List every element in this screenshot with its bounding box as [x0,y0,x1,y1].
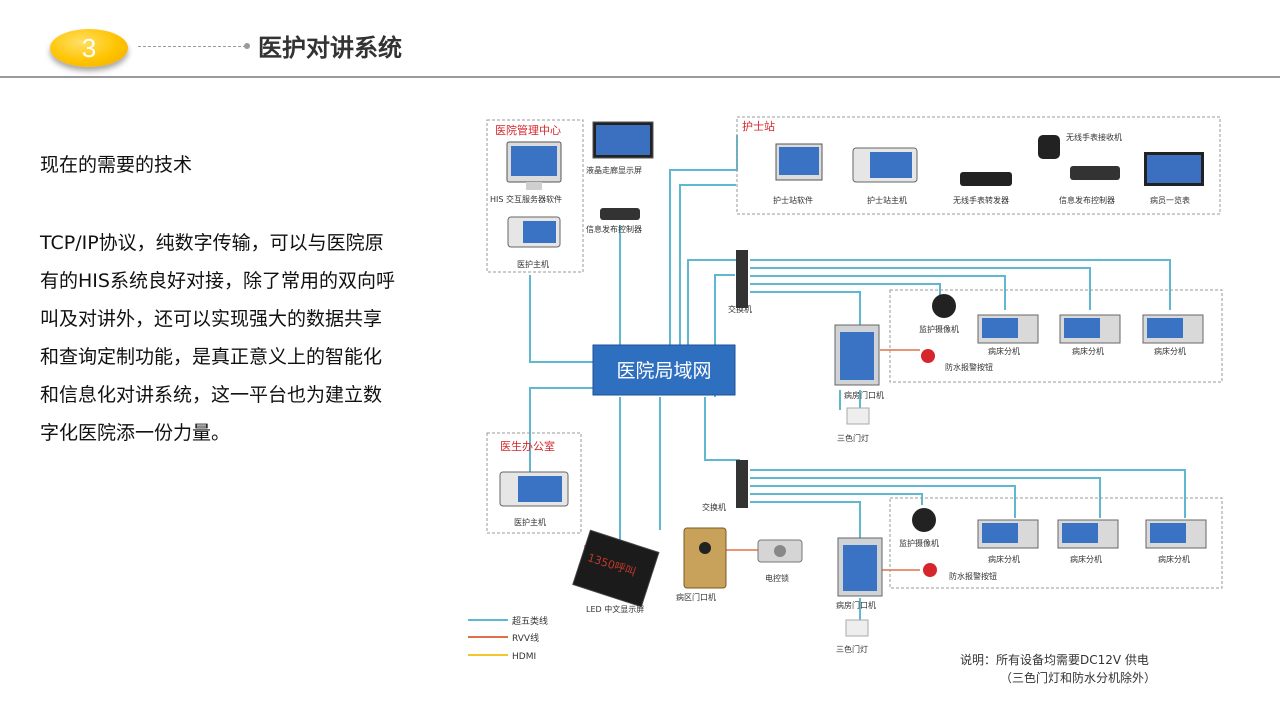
medical-host-label-1: 医护主机 [517,259,549,269]
info-controller-icon-1 [600,208,640,220]
bed-extension-label-1b: 病床分机 [1072,346,1104,356]
header-divider [0,76,1280,78]
lcd-corridor-display-group: 液晶走廊显示屏 信息发布控制器 [586,121,654,234]
ward-area-door-unit-icon [683,527,727,589]
legend-rvv-label: RVV线 [512,632,539,644]
hospital-lan-label: 医院局域网 [616,360,711,382]
info-controller-label-2: 信息发布控制器 [1059,195,1115,205]
electric-lock-label: 电控锁 [765,573,789,583]
nurse-station-label: 护士站 [742,119,775,133]
note-line-1: 说明：所有设备均需要DC12V 供电 [960,652,1149,667]
switch-label-2: 交换机 [702,502,726,512]
doctor-office-group: 医生办公室 医护主机 [499,439,569,527]
bed-extension-label-2c: 病床分机 [1158,554,1190,564]
switch-icon-1 [736,250,748,308]
page-title: 医护对讲系统 [258,34,402,62]
nurse-host-label: 护士站主机 [867,195,907,205]
medical-host-label-2: 医护主机 [514,517,546,527]
watch-receiver-label: 无线手表接收机 [1066,132,1122,142]
patient-list-label: 病员一览表 [1150,195,1190,205]
network-cables [529,135,1186,620]
subtitle-text: 现在的需要的技术 [40,154,193,176]
camera-icon-2 [912,508,936,532]
nurse-software-label: 护士站软件 [773,195,813,205]
switch-2-group: 交换机 [702,460,748,512]
waterproof-button-label-1: 防水报警按钮 [945,362,993,372]
header-dotted-connector [138,46,246,47]
info-controller-label-1: 信息发布控制器 [586,224,642,234]
lcd-display-label: 液晶走廊显示屏 [586,165,642,175]
his-software-label: HIS 交互服务器软件 [490,194,562,204]
legend: 超五类线 RVV线 HDMI [468,615,548,662]
led-display-group: 1350呼叫 LED 中文显示屏 [572,529,660,614]
bed-extension-label-1a: 病床分机 [988,346,1020,356]
wireless-relay-icon [960,172,1012,186]
camera-label-1: 监护摄像机 [919,324,959,334]
ward-door-unit-label-1: 病房门口机 [844,390,884,400]
camera-icon-1 [932,294,956,318]
info-controller-icon-2 [1070,166,1120,180]
wireless-relay-label: 无线手表转发器 [953,195,1009,205]
doctor-office-label: 医生办公室 [500,439,555,453]
dashed-group-frames [486,116,1223,589]
hospital-mgmt-center-label: 医院管理中心 [495,123,561,137]
section-number-badge: 3 [50,29,128,67]
ward-door-unit-label-2: 病房门口机 [836,600,876,610]
nurse-station-group: 护士站 护士站软件 护士站主机 无线手表转发器 无线手表接收机 信息发布控制器 … [742,119,1204,205]
led-display-icon [572,529,660,608]
watch-icon [1038,135,1060,159]
description-paragraph: TCP/IP协议，纯数字传输，可以与医院原有的HIS系统良好对接，除了常用的双向… [40,232,395,444]
ward-1-group: 监护摄像机 防水报警按钮 病床分机 病床分机 病床分机 病房门口机 三色门灯 [834,294,1204,443]
switch-icon-2 [736,460,748,508]
switch-1-group: 交换机 [728,250,752,314]
switch-label-1: 交换机 [728,304,752,314]
bed-extension-label-1c: 病床分机 [1154,346,1186,356]
legend-cat5-label: 超五类线 [512,615,548,627]
tricolor-light-icon-1 [846,407,870,425]
led-display-label: LED 中文显示屏 [586,604,644,614]
tricolor-light-label-2: 三色门灯 [836,644,868,654]
alarm-button-icon-2 [923,563,937,577]
legend-hdmi-label: HDMI [512,652,536,662]
system-topology-diagram: 医院局域网 医院管理中心 HIS 交互服务器软件 医护主机 液晶走廊显示屏 信息… [468,116,1223,685]
waterproof-button-label-2: 防水报警按钮 [949,571,997,581]
ward-area-door-unit-label: 病区门口机 [676,592,716,602]
header-connector-dot [244,43,250,49]
tricolor-light-label-1: 三色门灯 [837,433,869,443]
ward-2-group: 监护摄像机 防水报警按钮 病床分机 病床分机 病床分机 病房门口机 三色门灯 [836,508,1207,654]
camera-label-2: 监护摄像机 [899,538,939,548]
alarm-button-icon-1 [921,349,935,363]
power-note: 说明：所有设备均需要DC12V 供电 （三色门灯和防水分机除外） [960,652,1156,685]
hospital-mgmt-center-group: 医院管理中心 HIS 交互服务器软件 医护主机 [490,123,562,269]
bed-extension-label-2a: 病床分机 [988,554,1020,564]
ward-area-entrance-group: 病区门口机 电控锁 [676,527,803,602]
note-line-2: （三色门灯和防水分机除外） [1000,670,1156,685]
bed-extension-label-2b: 病床分机 [1070,554,1102,564]
hospital-lan-node: 医院局域网 [592,344,736,396]
tricolor-light-icon-2 [845,619,869,637]
